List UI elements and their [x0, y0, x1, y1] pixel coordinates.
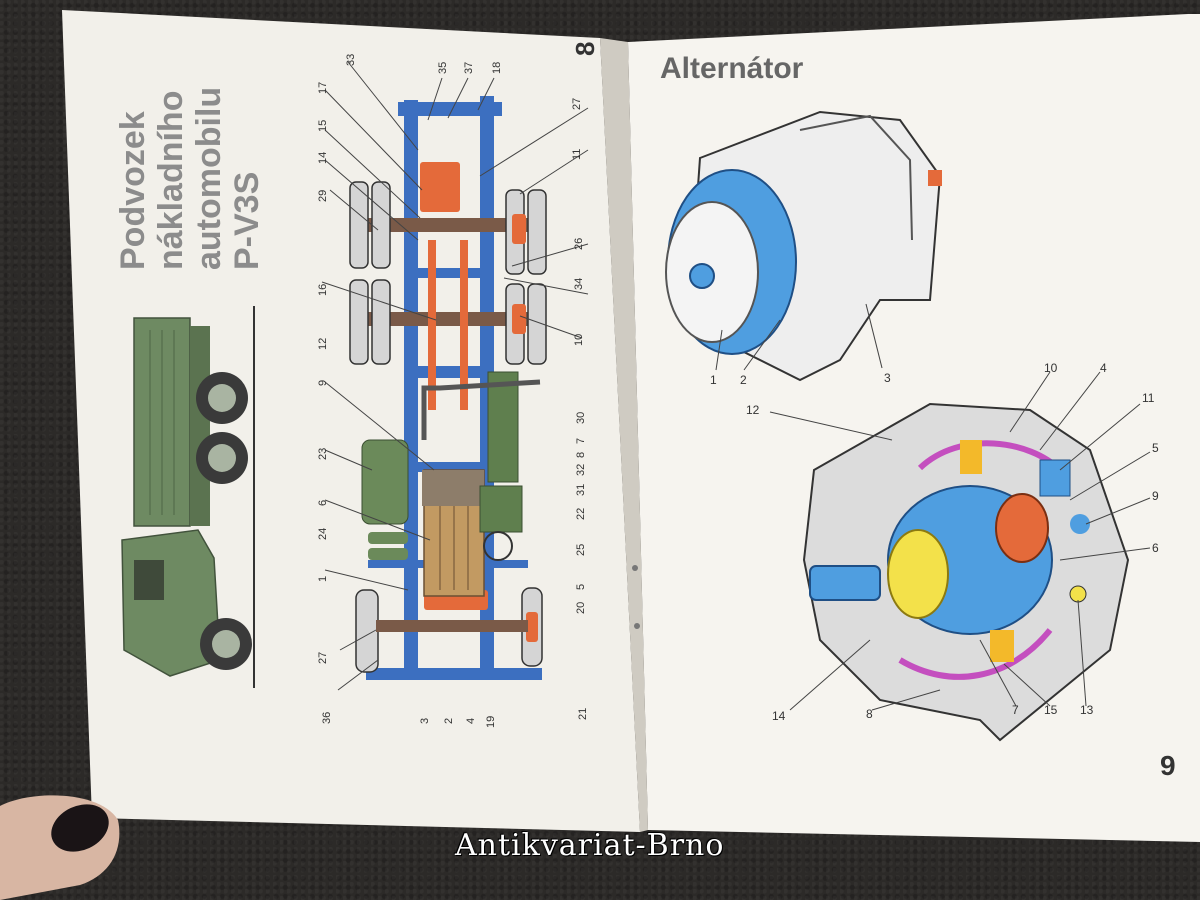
callout-number: 18: [491, 62, 503, 74]
chassis-diagram: [349, 96, 547, 680]
callout-number: 1: [317, 576, 329, 582]
callout-number: 9: [317, 380, 329, 386]
callout-number: 12: [746, 403, 760, 417]
callout-number: 8: [575, 452, 587, 458]
callout-number: 15: [317, 120, 329, 132]
callout-number: 8: [866, 707, 873, 721]
callout-number: 30: [575, 412, 587, 424]
callout-number: 37: [463, 62, 475, 74]
callout-number: 9: [1152, 489, 1159, 503]
truck-illustration: [121, 306, 255, 688]
callout-number: 27: [571, 98, 583, 110]
callout-number: 26: [573, 238, 585, 250]
left-title-line-4: P-V3S: [228, 171, 266, 270]
truck-wheel: [196, 432, 248, 484]
callout-number: 5: [575, 584, 587, 590]
callout-number: 27: [317, 652, 329, 664]
callout-number: 11: [1142, 391, 1155, 405]
callout-number: 16: [317, 284, 329, 296]
callout-number: 33: [345, 54, 357, 66]
truck-wheel: [200, 618, 252, 670]
callout-number: 36: [321, 712, 333, 724]
callout-number: 4: [465, 718, 477, 724]
callout-number: 12: [317, 338, 329, 350]
callout-number: 35: [437, 62, 449, 74]
alternator-exterior: [665, 110, 942, 382]
callout-number: 22: [575, 508, 587, 520]
callout-number: 32: [575, 464, 587, 476]
page-number-left: 8: [570, 41, 600, 56]
left-callouts-top: 33 35 37 18: [345, 54, 503, 74]
watermark: Antikvariat-Brno: [455, 828, 725, 863]
callout-number: 5: [1152, 441, 1159, 455]
callout-number: 10: [1044, 361, 1058, 375]
callout-number: 6: [317, 500, 329, 506]
callout-number: 7: [575, 438, 587, 444]
fingernail: [51, 804, 109, 852]
truck-wheel: [196, 372, 248, 424]
alternator-cutaway: [802, 402, 1130, 742]
staple-hole: [632, 565, 638, 571]
callout-number: 23: [317, 448, 329, 460]
callout-number: 34: [573, 278, 585, 290]
staple-hole: [634, 623, 640, 629]
left-title-line-1: Podvozek: [114, 111, 152, 270]
left-callouts-right: 27 11 26 34 10 30 7 8 32 31 22 25 5 20 2…: [571, 98, 589, 720]
callout-number: 19: [485, 716, 497, 728]
callout-number: 20: [575, 602, 587, 614]
callout-number: 31: [575, 484, 587, 496]
callout-number: 10: [573, 334, 585, 346]
callout-number: 2: [443, 718, 455, 724]
callout-number: 13: [1080, 703, 1094, 717]
callout-number: 17: [317, 82, 329, 94]
callout-number: 1: [710, 373, 717, 387]
left-title-line-3: automobilu: [190, 86, 228, 270]
callout-number: 3: [419, 718, 431, 724]
page-number-right: 9: [1160, 750, 1176, 781]
callout-number: 29: [317, 190, 329, 202]
callout-number: 6: [1152, 541, 1159, 555]
callout-number: 2: [740, 373, 747, 387]
right-page-title: Alternátor: [660, 52, 804, 85]
callout-number: 4: [1100, 361, 1107, 375]
right-callouts: 1 2 3 10 4 12 11 5 9 6 14 8 7 15 13: [710, 361, 1159, 723]
callout-number: 14: [772, 709, 786, 723]
callout-number: 24: [317, 528, 329, 540]
left-leader-lines: [321, 61, 589, 691]
left-callouts-bottom: 3 2 4 19: [419, 716, 497, 728]
left-title-line-2: nákladního: [152, 90, 190, 270]
callout-number: 7: [1012, 703, 1019, 717]
gutter: [600, 38, 648, 832]
callout-number: 25: [575, 544, 587, 556]
right-leader-lines: [715, 303, 1151, 711]
callout-number: 14: [317, 152, 329, 164]
left-callouts-left: 17 15 14 29 16 12 9 23 6 24 1 27 36: [317, 82, 333, 724]
callout-number: 21: [577, 708, 589, 720]
callout-number: 3: [884, 371, 891, 385]
callout-number: 11: [571, 149, 583, 160]
callout-number: 15: [1044, 703, 1058, 717]
